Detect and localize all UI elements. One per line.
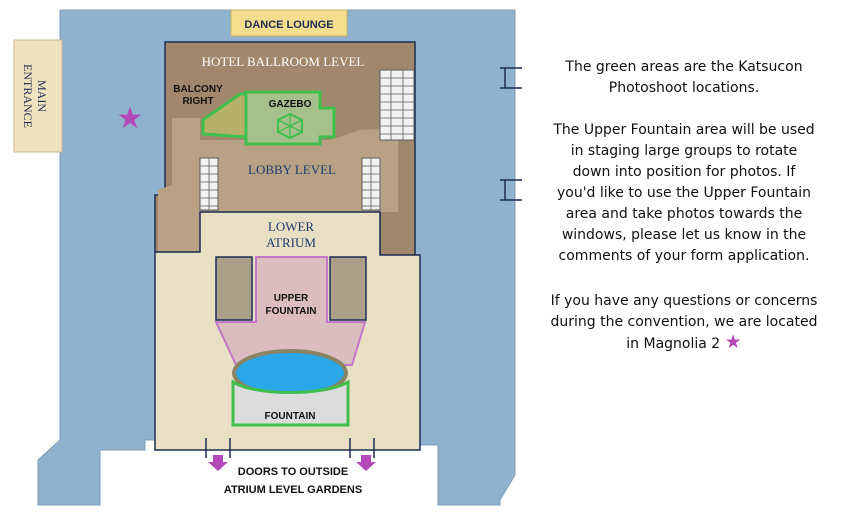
balcony-right-label-2: RIGHT	[182, 96, 213, 107]
door-arrow-right-icon	[356, 455, 376, 471]
info-line: comments of your form application.	[558, 248, 810, 264]
lower-atrium-label-1: LOWER	[268, 219, 315, 234]
lobby-level-label: LOBBY LEVEL	[248, 162, 336, 177]
door-markers	[205, 438, 375, 458]
dance-lounge-area	[230, 9, 348, 37]
dance-lounge-label: DANCE LOUNGE	[244, 19, 333, 31]
info-line: Photoshoot locations.	[608, 80, 760, 96]
info-paragraph-1: The green areas are the Katsucon Photosh…	[546, 57, 822, 99]
star-icon: ★	[724, 331, 742, 353]
info-paragraph-3: If you have any questions or concerns du…	[546, 291, 822, 355]
upper-fountain-label-1: UPPER	[274, 293, 309, 304]
door-arrow-left-icon	[208, 455, 228, 471]
venue-floor-map: DANCE LOUNGE MAIN ENTRANCE ★	[13, 9, 522, 506]
info-line: you'd like to use the Upper Fountain	[556, 185, 812, 201]
info-line: in staging large groups to rotate	[570, 143, 798, 159]
info-paragraph-2: The Upper Fountain area will be used in …	[546, 120, 822, 267]
pillar-left	[215, 256, 253, 321]
upper-fountain-label-2: FOUNTAIN	[266, 306, 317, 317]
window-markers	[500, 67, 522, 201]
pillar-right	[329, 256, 367, 321]
main-entrance-label-2: ENTRANCE	[21, 64, 35, 128]
magnolia-location: in Magnolia 2	[626, 336, 721, 352]
lower-atrium-label-2: ATRIUM	[266, 235, 316, 250]
fountain-label: FOUNTAIN	[265, 411, 316, 422]
doors-label-2: ATRIUM LEVEL GARDENS	[224, 484, 362, 496]
info-line: The Upper Fountain area will be used	[553, 122, 815, 138]
main-entrance-label-1: MAIN	[35, 80, 49, 112]
info-line: windows, please let us know in the	[561, 227, 807, 243]
main-entrance-area	[13, 39, 63, 153]
gazebo-icon-spokes	[277, 114, 303, 138]
hotel-ballroom-level-label: HOTEL BALLROOM LEVEL	[202, 54, 365, 69]
upper-fountain-area[interactable]	[214, 256, 367, 366]
info-line: The green areas are the Katsucon	[565, 59, 803, 75]
magnolia-star-icon: ★	[117, 101, 144, 136]
fountain-area[interactable]	[231, 379, 350, 427]
balcony-right-label-1: BALCONY	[173, 84, 223, 95]
info-line-magnolia: in Magnolia 2 ★	[546, 333, 822, 355]
gazebo-label: GAZEBO	[269, 99, 312, 110]
doors-label-1: DOORS TO OUTSIDE	[238, 466, 348, 478]
lobby-level-area	[158, 118, 398, 252]
stairs	[199, 69, 415, 211]
info-line: area and take photos towards the	[565, 206, 803, 222]
info-line: during the convention, we are located	[550, 314, 818, 330]
info-line: down into position for photos. If	[572, 164, 796, 180]
info-line: If you have any questions or concerns	[550, 293, 818, 309]
